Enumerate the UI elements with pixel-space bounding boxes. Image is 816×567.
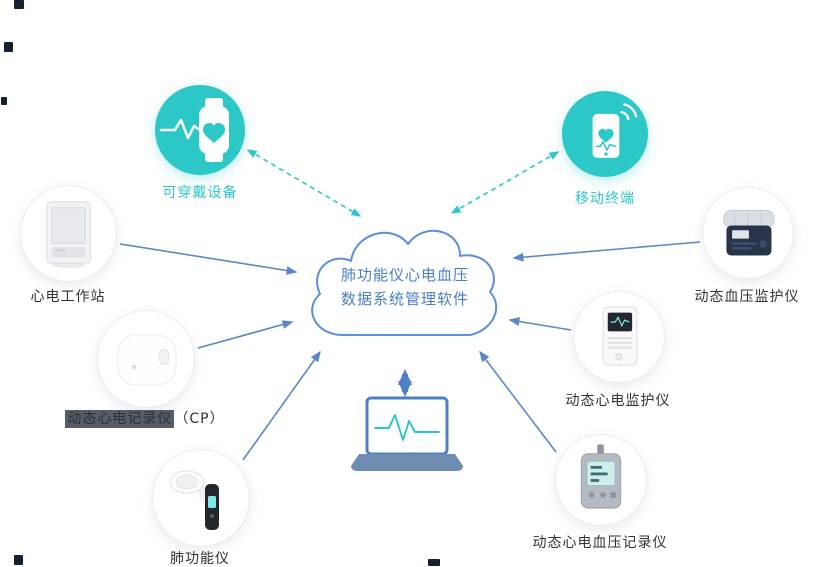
arrow-workstation-cloud xyxy=(119,243,298,275)
arrow-recorder-cloud xyxy=(197,320,294,349)
cloud-title: 肺功能仪心电血压 数据系统管理软件 xyxy=(293,263,517,311)
spirometer-node xyxy=(152,449,250,547)
cloud-shape xyxy=(311,229,498,336)
wearable-device-node xyxy=(155,85,245,175)
bp-monitor-label: 动态血压监护仪 xyxy=(694,289,800,305)
smartphone-icon xyxy=(592,103,638,158)
ecg-workstation-image xyxy=(46,201,91,269)
ecg-recorder-label-highlight: 动态心电记录仪 xyxy=(65,410,175,428)
spirometer-image xyxy=(169,470,219,530)
ecg-monitor-label: 动态心电监护仪 xyxy=(565,393,671,409)
cloud-title-line1: 肺功能仪心电血压 xyxy=(340,266,469,284)
mobile-terminal-node xyxy=(562,91,648,177)
artifact-mark xyxy=(1,97,7,105)
ecg-workstation-label: 心电工作站 xyxy=(30,289,106,305)
bp-monitor-node xyxy=(702,187,794,279)
mobile-terminal-label: 移动终端 xyxy=(575,191,635,207)
ecg-monitor-node xyxy=(573,291,665,383)
ecg-recorder-image xyxy=(117,334,177,386)
arrow-ecgmonitor-cloud xyxy=(508,317,572,331)
ecg-recorder-label: 动态心电记录仪（CP） xyxy=(45,408,245,428)
bp-monitor-image xyxy=(723,210,775,256)
arrow-bpmonitor-cloud xyxy=(512,241,701,262)
artifact-mark xyxy=(428,559,440,566)
ecg-bp-recorder-image xyxy=(580,444,622,509)
ecg-recorder-node xyxy=(97,310,195,408)
smartwatch-icon xyxy=(159,98,229,162)
artifact-mark xyxy=(4,42,13,52)
wearable-label: 可穿戴设备 xyxy=(162,185,238,201)
ecg-recorder-label-suffix: （CP） xyxy=(174,411,225,427)
artifact-mark xyxy=(14,555,23,565)
spirometer-label: 肺功能仪 xyxy=(170,551,230,567)
cloud-title-line2: 数据系统管理软件 xyxy=(340,290,469,308)
laptop-image xyxy=(351,396,463,471)
ecg-bp-recorder-label: 动态心电血压记录仪 xyxy=(532,535,668,551)
ecg-workstation-node xyxy=(20,185,117,282)
laptop-node xyxy=(348,395,466,475)
artifact-mark xyxy=(14,0,24,9)
cloud-node: 肺功能仪心电血压 数据系统管理软件 xyxy=(293,203,517,371)
ecg-monitor-image xyxy=(602,306,638,366)
ecg-bp-recorder-node xyxy=(555,434,647,526)
